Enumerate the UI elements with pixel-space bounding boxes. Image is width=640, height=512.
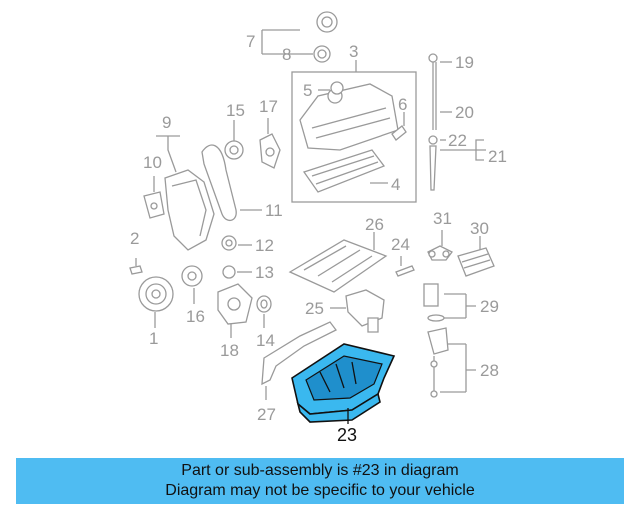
oil-baffle [288, 239, 388, 293]
callout-30: 30 [470, 219, 489, 238]
banner-line-2: Diagram may not be specific to your vehi… [165, 482, 475, 499]
callout-31: 31 [433, 209, 452, 228]
part-31 [427, 245, 453, 261]
seal-13 [222, 265, 236, 279]
callout-27: 27 [257, 405, 276, 424]
callout-23: 23 [337, 425, 357, 445]
fitment-banner: Part or sub-assembly is #23 in diagram D… [16, 458, 624, 504]
cap-seal [313, 45, 331, 63]
valve-cover [299, 83, 399, 151]
leader-7 [261, 29, 300, 55]
callout-5: 5 [303, 81, 312, 100]
callout-22: 22 [448, 131, 467, 150]
callout-7: 7 [246, 32, 255, 51]
callout-12: 12 [255, 236, 274, 255]
callout-15: 15 [226, 101, 245, 120]
leader-9 [156, 135, 180, 173]
o-ring-29 [427, 314, 445, 322]
oil-filter-housing [427, 327, 449, 398]
sensor-24 [395, 265, 415, 277]
callout-20: 20 [455, 103, 474, 122]
tensioner-17 [259, 133, 281, 169]
callout-8: 8 [282, 45, 291, 64]
idler-12 [221, 235, 237, 251]
callout-17: 17 [259, 97, 278, 116]
callout-11: 11 [265, 201, 283, 220]
oil-filter-element [423, 283, 439, 307]
breather [330, 81, 344, 95]
callout-26: 26 [365, 215, 384, 234]
seal-14 [256, 295, 272, 313]
callout-19: 19 [455, 53, 474, 72]
timing-cover [164, 169, 215, 251]
bolt-2 [129, 258, 143, 275]
banner-line-1: Part or sub-assembly is #23 in diagram [181, 462, 459, 479]
leader-21 [440, 139, 486, 161]
dipstick [428, 53, 438, 130]
callout-24: 24 [391, 235, 410, 254]
crank-pulley [138, 276, 174, 312]
callout-13: 13 [255, 263, 274, 282]
oil-cooler [457, 247, 495, 277]
callout-4: 4 [391, 175, 400, 194]
callout-28: 28 [480, 361, 499, 380]
callout-2: 2 [130, 229, 139, 248]
oil-pickup [345, 289, 385, 333]
valve-cover-frame [291, 71, 417, 203]
oil-pump [217, 283, 253, 325]
leader-28 [440, 343, 476, 393]
callout-25: 25 [305, 299, 324, 318]
callout-10: 10 [143, 153, 162, 172]
callout-9: 9 [162, 113, 171, 132]
callout-16: 16 [186, 307, 205, 326]
callout-14: 14 [256, 331, 275, 350]
callout-21: 21 [488, 147, 507, 166]
oil-pan-highlighted [291, 343, 396, 423]
dipstick-tube [428, 135, 438, 191]
callout-3: 3 [349, 42, 358, 61]
callout-18: 18 [220, 341, 239, 360]
callout-6: 6 [398, 95, 407, 114]
oil-filler-cap [316, 11, 338, 33]
valve-cover-gasket [302, 149, 386, 193]
oil-pan-gasket [261, 321, 337, 386]
timing-chain [201, 144, 237, 221]
sprocket-16 [181, 265, 203, 287]
callout-29: 29 [480, 297, 499, 316]
sprocket-15 [224, 140, 244, 160]
gasket-10 [143, 191, 165, 219]
leader-29 [444, 293, 476, 319]
callout-1: 1 [149, 329, 158, 348]
sensor-6 [391, 125, 407, 141]
